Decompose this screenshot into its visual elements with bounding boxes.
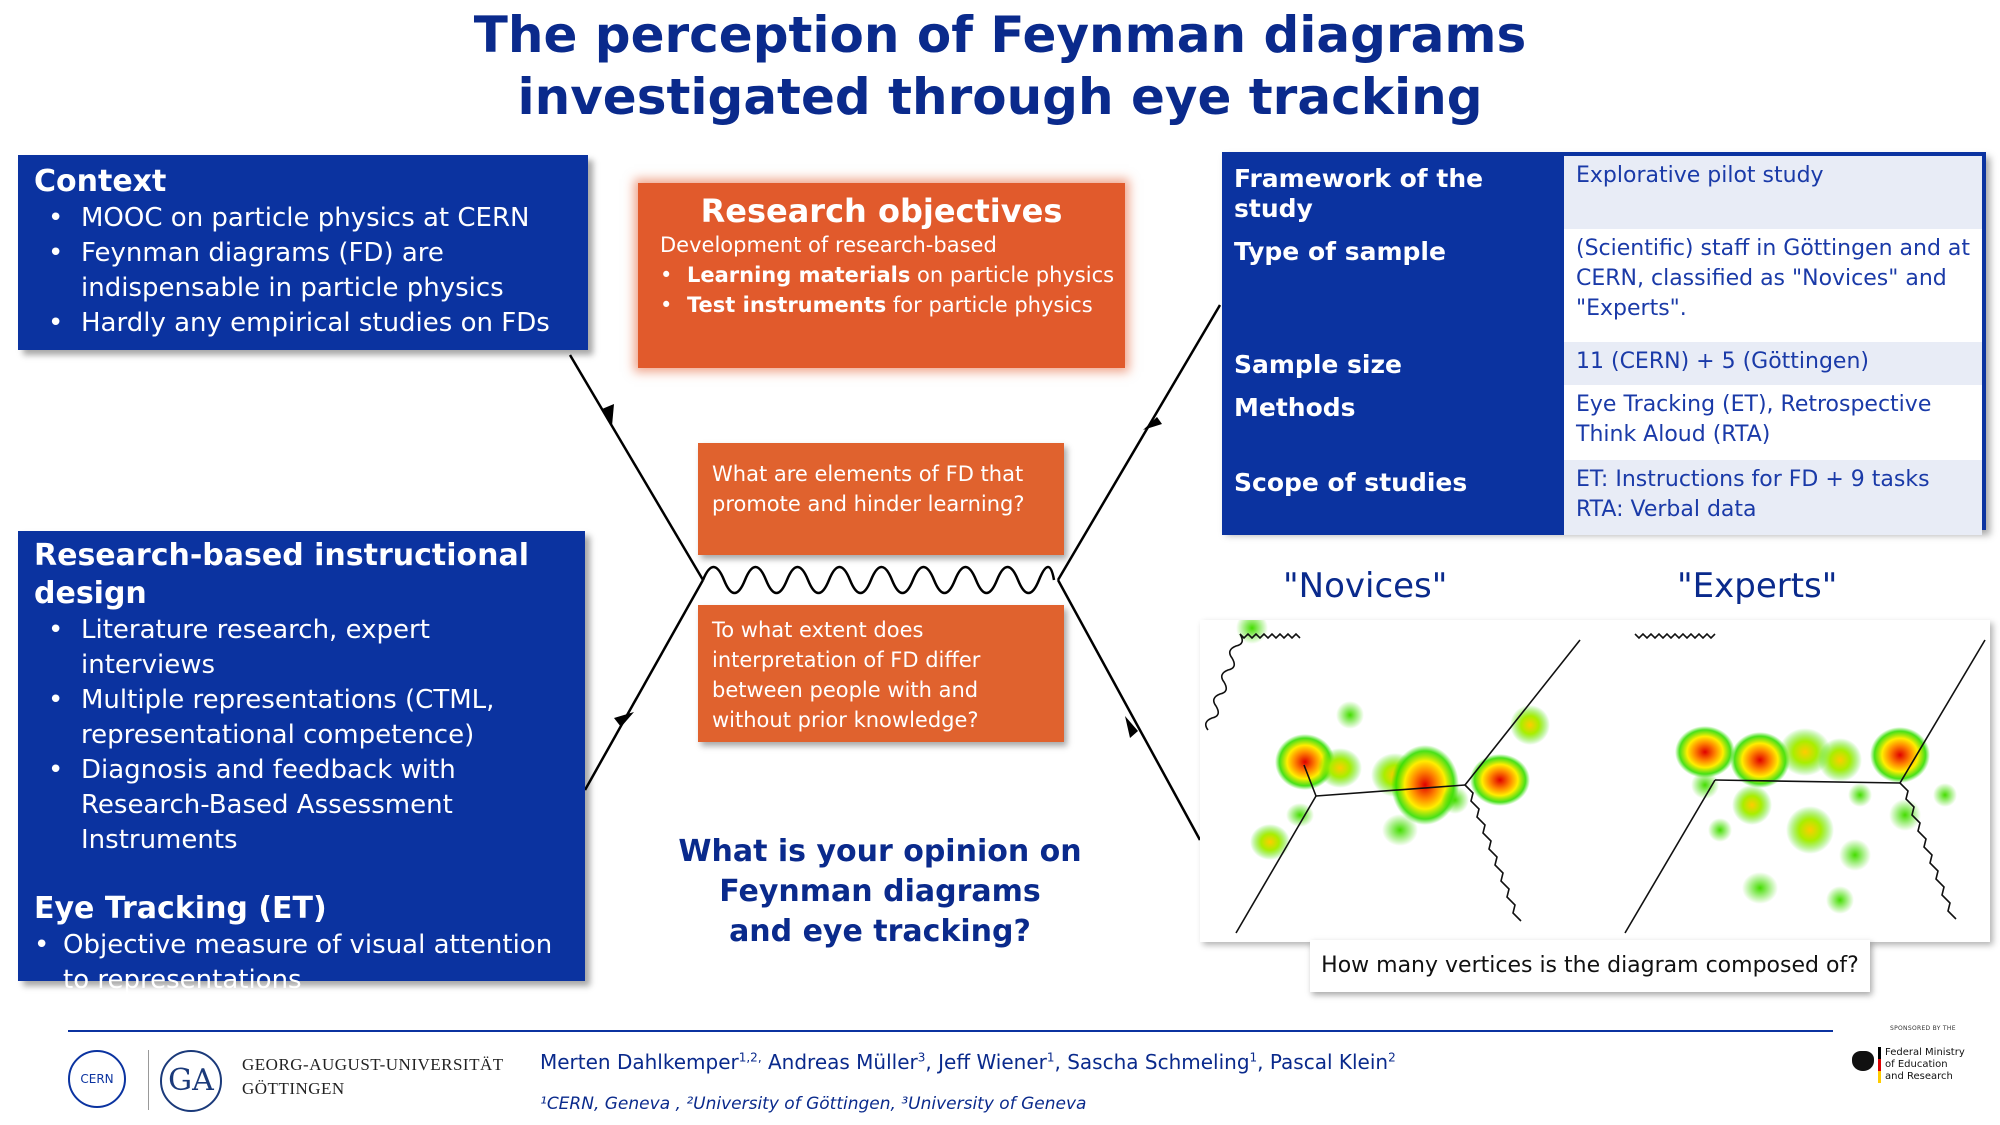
- heatmaps-figure: [1200, 620, 1986, 934]
- eye-tracking-list: Objective measure of visual attention to…: [34, 928, 569, 1033]
- novices-heatmap: [1236, 620, 1550, 860]
- cern-logo: CERN: [68, 1050, 126, 1108]
- title-line-1: The perception of Feynman diagrams: [473, 6, 1527, 64]
- context-heading: Context: [34, 164, 167, 199]
- framework-table: Framework of the study Explorative pilot…: [1222, 156, 1982, 535]
- opinion-question: What is your opinion on Feynman diagrams…: [660, 832, 1100, 952]
- context-item: Feynman diagrams (FD) are indispensable …: [34, 236, 572, 306]
- fermion-line-bottom-right: [1056, 579, 1202, 841]
- footer-divider: [68, 1030, 1833, 1032]
- university-name: GEORG-AUGUST-UNIVERSITÄT GÖTTINGEN: [242, 1053, 504, 1101]
- question-box-interpretation: To what extent does interpretation of FD…: [698, 605, 1064, 742]
- sponsor-small-text: SPONSORED BY THE: [1890, 1025, 1956, 1032]
- author: Andreas Müller: [768, 1050, 918, 1074]
- framework-table-box: Framework of the study Explorative pilot…: [1222, 152, 1986, 535]
- opinion-line: and eye tracking?: [729, 914, 1031, 949]
- research-objective-item: Learning materials on particle physics: [642, 260, 1121, 290]
- context-item: MOOC on particle physics at CERN: [34, 201, 572, 236]
- experts-feynman-lines: [1624, 632, 1986, 934]
- arrow-bottom-left: [614, 712, 634, 727]
- university-line: GÖTTINGEN: [242, 1079, 345, 1098]
- sponsor-logo: SPONSORED BY THE Federal Ministry of Edu…: [1850, 1025, 1970, 1083]
- framework-value: Eye Tracking (ET), Retrospective Think A…: [1564, 385, 1982, 460]
- fermion-line-top-right: [1056, 304, 1222, 581]
- eye-tracking-item: Identify learning difficulties: [34, 998, 569, 1033]
- instructional-design-box: Research-based instructional design Lite…: [18, 531, 585, 1033]
- research-objectives-list: Learning materials on particle physics T…: [642, 260, 1121, 320]
- question-text: To what extent does interpretation of FD…: [712, 618, 981, 732]
- fermion-line-top-left: [568, 354, 705, 581]
- photon-wave: [701, 565, 1056, 595]
- framework-key: Type of sample: [1222, 229, 1564, 342]
- context-list: MOOC on particle physics at CERN Feynman…: [34, 201, 572, 341]
- framework-key: Scope of studies: [1222, 460, 1564, 535]
- arrow-bottom-right: [1125, 716, 1138, 738]
- opinion-line: Feynman diagrams: [719, 874, 1041, 909]
- research-objectives-heading: Research objectives: [700, 192, 1063, 230]
- novices-feynman-lines: [1206, 634, 1581, 934]
- framework-row: Framework of the study Explorative pilot…: [1222, 156, 1982, 229]
- page-title: The perception of Feynman diagrams inves…: [0, 4, 2000, 128]
- framework-key: Methods: [1222, 385, 1564, 460]
- cern-logo-text: CERN: [80, 1072, 114, 1086]
- framework-row: Methods Eye Tracking (ET), Retrospective…: [1222, 385, 1982, 460]
- footer-logo-divider: [148, 1050, 149, 1110]
- design-item: Diagnosis and feedback with Research-Bas…: [34, 753, 569, 858]
- experts-heatmap: [1675, 726, 1957, 914]
- framework-value: 11 (CERN) + 5 (Göttingen): [1564, 342, 1982, 385]
- author: Merten Dahlkemper: [540, 1050, 739, 1074]
- university-line: GEORG-AUGUST-UNIVERSITÄT: [242, 1055, 504, 1074]
- eye-tracking-heading: Eye Tracking (ET): [34, 891, 327, 926]
- flag-stripes: [1878, 1047, 1881, 1083]
- arrow-top-right: [1143, 417, 1162, 430]
- question-text: What are elements of FD that promote and…: [712, 462, 1025, 516]
- author: Pascal Klein: [1269, 1050, 1389, 1074]
- goettingen-seal: GA: [160, 1050, 222, 1112]
- research-objective-item: Test instruments for particle physics: [642, 290, 1121, 320]
- novices-label: "Novices": [1283, 566, 1448, 606]
- heatmap-question: How many vertices is the diagram compose…: [1321, 953, 1859, 978]
- author: Jeff Wiener: [938, 1050, 1047, 1074]
- affiliations: ¹CERN, Geneva , ²University of Göttingen…: [540, 1094, 1087, 1114]
- fermion-line-bottom-left: [583, 579, 705, 791]
- framework-value: Explorative pilot study: [1564, 156, 1982, 229]
- eye-tracking-item: Objective measure of visual attention to…: [34, 928, 569, 998]
- author: Sascha Schmeling: [1067, 1050, 1250, 1074]
- framework-row: Scope of studies ET: Instructions for FD…: [1222, 460, 1982, 535]
- design-item: Multiple representations (CTML, represen…: [34, 683, 569, 753]
- eagle-icon: [1852, 1051, 1874, 1071]
- sponsor-text: Federal Ministry of Education and Resear…: [1885, 1047, 1965, 1082]
- framework-row: Sample size 11 (CERN) + 5 (Göttingen): [1222, 342, 1982, 385]
- design-heading: Research-based instructional design: [34, 538, 530, 611]
- question-box-elements: What are elements of FD that promote and…: [698, 443, 1064, 555]
- authors: Merten Dahlkemper1,2, Andreas Müller3, J…: [540, 1050, 1396, 1074]
- heatmap-question-box: How many vertices is the diagram compose…: [1310, 940, 1870, 992]
- design-list: Literature research, expert interviews M…: [34, 613, 569, 858]
- research-objectives-box: Research objectives Development of resea…: [638, 183, 1125, 368]
- title-line-2: investigated through eye tracking: [517, 68, 1483, 126]
- framework-key: Framework of the study: [1222, 156, 1564, 229]
- arrow-top-left: [602, 404, 614, 426]
- framework-key: Sample size: [1222, 342, 1564, 385]
- design-item: Literature research, expert interviews: [34, 613, 569, 683]
- framework-value: (Scientific) staff in Göttingen and at C…: [1564, 229, 1982, 342]
- opinion-line: What is your opinion on: [678, 834, 1082, 869]
- experts-label: "Experts": [1677, 566, 1838, 606]
- framework-row: Type of sample (Scientific) staff in Göt…: [1222, 229, 1982, 342]
- context-item: Hardly any empirical studies on FDs: [34, 306, 572, 341]
- research-objectives-intro: Development of research-based: [660, 233, 997, 257]
- context-box: Context MOOC on particle physics at CERN…: [18, 155, 588, 350]
- framework-value: ET: Instructions for FD + 9 tasks RTA: V…: [1564, 460, 1982, 535]
